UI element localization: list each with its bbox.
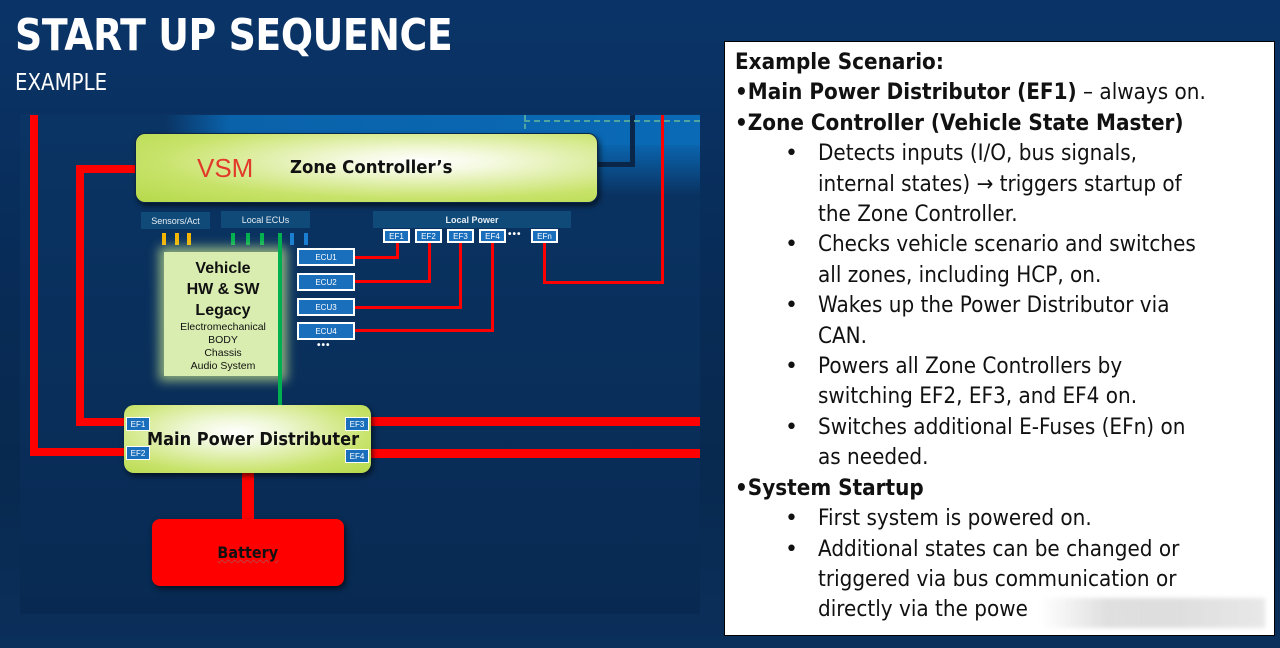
sensors-chip: Sensors/Act bbox=[141, 212, 210, 229]
main-power-detail: – always on. bbox=[1076, 80, 1206, 106]
efuse-ef3: EF3 bbox=[447, 229, 474, 243]
line-ecu2-ef2-v bbox=[428, 242, 431, 283]
battery-label: Battery bbox=[217, 543, 279, 562]
power-line-ef2-horizontal bbox=[30, 448, 126, 456]
zone-controller-label: Zone Controller’s bbox=[290, 157, 453, 178]
local-ecus-chip: Local ECUs bbox=[221, 211, 310, 228]
legacy-item: Chassis bbox=[204, 347, 242, 359]
power-line-ef3 bbox=[370, 417, 700, 426]
ecu-pin bbox=[246, 233, 250, 245]
power-line-efn-vertical bbox=[543, 243, 546, 284]
local-power-chip: Local Power bbox=[373, 211, 571, 228]
bullet-icon: • bbox=[785, 293, 798, 319]
bullet-icon: • bbox=[785, 414, 798, 440]
legacy-box: Vehicle HW & SW Legacy Electromechanical… bbox=[164, 252, 282, 376]
system-startup-points: •First system is powered on. •Additional… bbox=[735, 504, 1264, 626]
main-power-distributor-box bbox=[124, 405, 371, 473]
scenario-text-panel: Example Scenario: •Main Power Distributo… bbox=[724, 41, 1275, 636]
line-ecu4-ef4-v bbox=[491, 242, 494, 332]
sensor-pin bbox=[187, 233, 191, 245]
ecu-pin bbox=[290, 233, 294, 245]
list-item: •Checks vehicle scenario and switches al… bbox=[785, 232, 1196, 288]
main-power-title: •Main Power Distributor (EF1) bbox=[735, 80, 1077, 106]
bullet-icon: • bbox=[785, 141, 798, 167]
bullet-icon: • bbox=[785, 232, 798, 258]
ecu-4: ECU4 bbox=[297, 322, 355, 340]
legacy-item: Electromechanical bbox=[180, 321, 266, 333]
zone-controller-points: •Detects inputs (I/O, bus signals, inter… bbox=[735, 139, 1264, 473]
slide-title: START UP SEQUENCE bbox=[15, 10, 453, 61]
list-item: •Detects inputs (I/O, bus signals, inter… bbox=[785, 141, 1182, 228]
list-item: •Wakes up the Power Distributor via CAN. bbox=[785, 293, 1170, 349]
power-line-ef1-vertical bbox=[76, 165, 84, 426]
mpd-efuse-ef3: EF3 bbox=[345, 417, 369, 431]
power-line-ef1-top bbox=[76, 165, 136, 173]
ecu-2: ECU2 bbox=[297, 273, 355, 291]
line-ecu4-ef4-h bbox=[355, 329, 494, 332]
list-item: •First system is powered on. bbox=[735, 504, 1264, 534]
efuse-ef2: EF2 bbox=[415, 229, 442, 243]
list-item: •Powers all Zone Controllers by switchin… bbox=[785, 354, 1138, 410]
ecu-pin bbox=[231, 233, 235, 245]
line-ecu3-ef3-h bbox=[355, 306, 462, 309]
legacy-item: Audio System bbox=[190, 360, 256, 372]
efuse-ellipsis: ••• bbox=[508, 229, 522, 240]
power-line-ef2-vertical bbox=[30, 115, 38, 456]
scenario-heading: Example Scenario: bbox=[735, 50, 944, 75]
dashed-boundary-vertical bbox=[524, 115, 526, 129]
legacy-line2: HW & SW bbox=[186, 281, 260, 298]
power-line-efn-horizontal bbox=[543, 281, 664, 284]
dashed-boundary-line bbox=[524, 120, 700, 122]
bullet-icon: • bbox=[785, 536, 798, 562]
power-line-efn-vertical-right bbox=[661, 115, 664, 283]
bullet-icon: • bbox=[785, 506, 798, 532]
line-ecu1-ef1-v bbox=[396, 242, 399, 259]
list-item: •Switches additional E-Fuses (EFn) on as… bbox=[785, 414, 1186, 471]
ecu-1: ECU1 bbox=[297, 248, 355, 266]
scenario-item-main-power: •Main Power Distributor (EF1) – always o… bbox=[735, 78, 1216, 108]
battery-box: Battery bbox=[152, 519, 344, 586]
bus-line bbox=[278, 233, 282, 405]
main-power-distributor-label: Main Power Distributer bbox=[147, 429, 360, 450]
mpd-efuse-ef2: EF2 bbox=[126, 446, 150, 460]
efuse-ef4: EF4 bbox=[479, 229, 506, 243]
power-line-battery bbox=[242, 472, 254, 520]
line-ecu2-ef2-h bbox=[355, 280, 431, 283]
line-ecu1-ef1-h bbox=[355, 256, 399, 259]
bullet-icon: • bbox=[785, 354, 798, 380]
sensor-pin bbox=[175, 233, 179, 245]
vsm-label: VSM bbox=[197, 153, 254, 183]
watermark-overlay bbox=[1040, 598, 1265, 628]
legacy-line1: Vehicle bbox=[195, 260, 251, 277]
scenario-item-system-startup: •System Startup bbox=[735, 475, 924, 501]
scenario-item-zone-controller: •Zone Controller (Vehicle State Master) bbox=[735, 110, 1184, 136]
sensor-pin bbox=[162, 233, 166, 245]
slide-subtitle: EXAMPLE bbox=[15, 70, 108, 96]
power-line-ef1-horizontal bbox=[76, 418, 126, 426]
efuse-ef1: EF1 bbox=[383, 229, 410, 243]
ecu-3: ECU3 bbox=[297, 298, 355, 316]
legacy-item: BODY bbox=[208, 334, 238, 346]
ecu-ellipsis: ••• bbox=[317, 340, 331, 351]
power-line-ef4 bbox=[370, 449, 700, 458]
efuse-efn: EFn bbox=[531, 229, 558, 243]
zone-controller-box bbox=[135, 133, 598, 203]
ecu-pin bbox=[260, 233, 264, 245]
legacy-line3: Legacy bbox=[195, 302, 251, 319]
line-ecu3-ef3-v bbox=[459, 242, 462, 309]
ecu-pin bbox=[304, 233, 308, 245]
mpd-efuse-ef4: EF4 bbox=[345, 449, 369, 463]
list-item: •Additional states can be changed or tri… bbox=[785, 536, 1180, 623]
mpd-efuse-ef1: EF1 bbox=[126, 417, 150, 431]
